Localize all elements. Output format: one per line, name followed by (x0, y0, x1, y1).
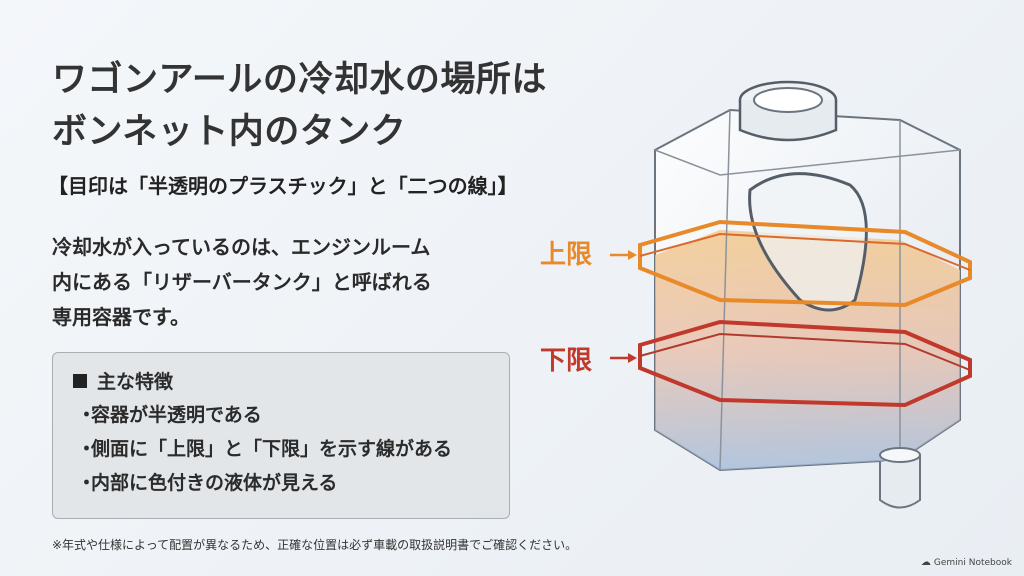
bullet-icon: ・ (77, 472, 97, 494)
feature-box: 主な特徴 ・容器が半透明である ・側面に「上限」と「下限」を示す線がある ・内部… (52, 352, 510, 519)
cloud-icon: ☁ (920, 557, 931, 568)
lower-arrow-icon (610, 353, 637, 363)
lower-limit-text: 下限 (540, 346, 593, 376)
lower-limit-label: 下限 (540, 340, 592, 377)
brand-watermark: ☁ Gemini Notebook (921, 557, 1012, 568)
feature-item-text: 容器が半透明である (91, 404, 262, 426)
description: 冷却水が入っているのは、エンジンルーム 内にある「リザーバータンク」と呼ばれる … (52, 230, 512, 335)
tank-cap-icon (753, 87, 823, 113)
coolant-liquid (655, 230, 960, 470)
tank-handle (748, 172, 868, 312)
feature-item: ・内部に色付きの液体が見える (73, 466, 509, 500)
feature-heading: 主な特徴 (73, 367, 509, 394)
feature-item: ・容器が半透明である (73, 398, 509, 432)
description-line-3: 専用容器です。 (52, 305, 190, 329)
upper-limit-label: 上限 (540, 234, 592, 271)
brand-text: Gemini Notebook (933, 557, 1012, 568)
outlet-pipe (879, 455, 921, 509)
description-line-2: 内にある「リザーバータンク」と呼ばれる (52, 270, 432, 294)
upper-arrow-icon (610, 250, 637, 260)
footnote: ※年式や仕様によって配置が異なるため、正確な位置は必ず車載の取扱説明書でご確認く… (52, 538, 578, 552)
feature-item-text: 内部に色付きの液体が見える (91, 472, 338, 494)
feature-item: ・側面に「上限」と「下限」を示す線がある (73, 432, 509, 466)
subtitle: 【目印は「半透明のプラスチック」と「二つの線」】 (48, 174, 518, 198)
bullet-icon: ・ (77, 404, 97, 426)
bullet-icon: ・ (77, 438, 97, 460)
upper-limit-line (638, 219, 972, 308)
feature-item-text: 側面に「上限」と「下限」を示す線がある (91, 438, 453, 460)
square-bullet-icon (73, 373, 87, 388)
upper-limit-text: 上限 (540, 240, 593, 270)
title-line-1: ワゴンアールの冷却水の場所は (52, 60, 547, 100)
tank-body (654, 108, 961, 472)
feature-heading-text: 主な特徴 (97, 371, 174, 393)
title-line-2: ボンネット内のタンク (52, 112, 407, 152)
lower-limit-line (638, 319, 972, 408)
page-title: ワゴンアールの冷却水の場所は ボンネット内のタンク (52, 54, 547, 158)
description-line-1: 冷却水が入っているのは、エンジンルーム (52, 235, 431, 259)
